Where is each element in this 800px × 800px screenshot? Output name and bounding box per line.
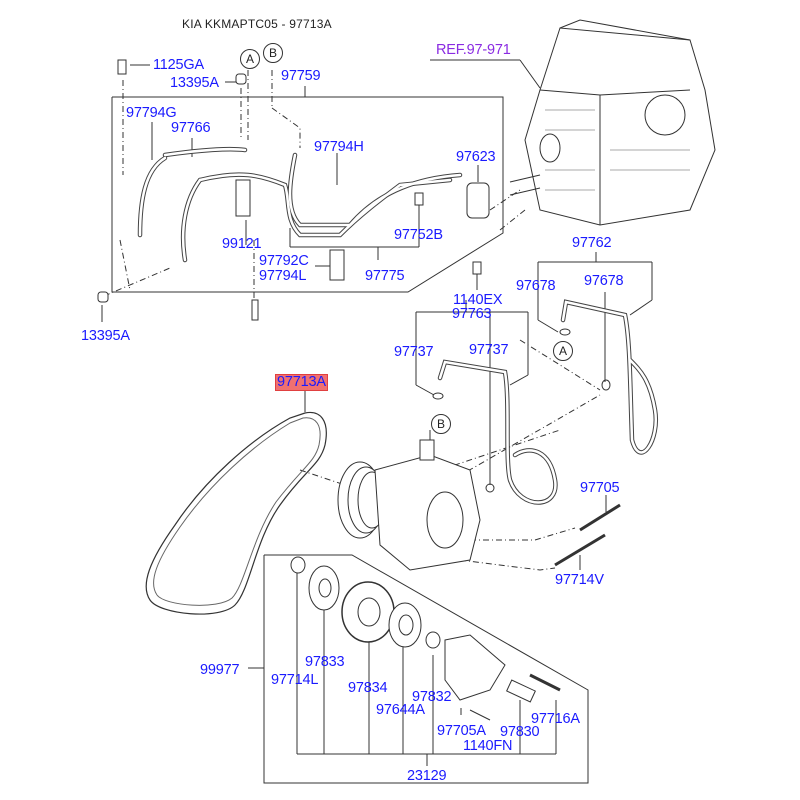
part-label-97759[interactable]: 97759: [281, 68, 321, 84]
part-label-97794H[interactable]: 97794H: [314, 139, 364, 155]
part-label-97834[interactable]: 97834: [348, 680, 388, 696]
part-label-97716A[interactable]: 97716A: [531, 711, 580, 727]
part-label-97713A-highlighted[interactable]: 97713A: [275, 374, 328, 391]
drive-belt-drawing: [145, 411, 327, 615]
part-label-97792C[interactable]: 97792C: [259, 253, 309, 269]
part-label-97766[interactable]: 97766: [171, 120, 211, 136]
hvac-unit-outline: [524, 27, 716, 226]
tensioner-group-frame: [263, 554, 589, 784]
part-label-97752B[interactable]: 97752B: [394, 227, 443, 243]
part-label-97833[interactable]: 97833: [305, 654, 345, 670]
part-label-97763[interactable]: 97763: [452, 306, 492, 322]
part-label-1140EX[interactable]: 1140EX: [453, 292, 503, 308]
part-label-97794L[interactable]: 97794L: [259, 268, 307, 284]
part-label-97762[interactable]: 97762: [572, 235, 612, 251]
part-label-13395A-bottom[interactable]: 13395A: [81, 328, 130, 344]
part-label-97830[interactable]: 97830: [500, 724, 540, 740]
part-label-97737-left[interactable]: 97737: [394, 344, 434, 360]
part-label-23129[interactable]: 23129: [407, 768, 447, 784]
part-label-97644A[interactable]: 97644A: [376, 702, 425, 718]
part-label-99977[interactable]: 99977: [200, 662, 240, 678]
diagram-title: KIA KKMAPTC05 - 97713A: [182, 17, 332, 31]
part-label-97714L[interactable]: 97714L: [271, 672, 319, 688]
part-label-97794G[interactable]: 97794G: [126, 105, 177, 121]
part-label-97737-right[interactable]: 97737: [469, 342, 509, 358]
part-label-97678-right[interactable]: 97678: [584, 273, 624, 289]
hose-group-frame: [111, 96, 504, 293]
part-label-97775[interactable]: 97775: [365, 268, 405, 284]
part-label-97832[interactable]: 97832: [412, 689, 452, 705]
part-label-13395A-top[interactable]: 13395A: [170, 75, 219, 91]
callout-a-bottom: A: [553, 341, 573, 361]
part-label-97678-left[interactable]: 97678: [516, 278, 556, 294]
part-label-97714V[interactable]: 97714V: [555, 572, 604, 588]
compressor-drawing: [337, 430, 481, 571]
callout-a-top: A: [240, 49, 260, 69]
part-label-1125GA[interactable]: 1125GA: [153, 57, 204, 73]
part-label-97623[interactable]: 97623: [456, 149, 496, 165]
callout-b-top: B: [263, 43, 283, 63]
part-label-97705A[interactable]: 97705A: [437, 723, 486, 739]
part-label-99121[interactable]: 99121: [222, 236, 262, 252]
part-label-97705[interactable]: 97705: [580, 480, 620, 496]
callout-b-bottom: B: [431, 414, 451, 434]
part-label-1140FN[interactable]: 1140FN: [463, 738, 513, 754]
reference-label-hvac[interactable]: REF.97-971: [436, 42, 511, 58]
